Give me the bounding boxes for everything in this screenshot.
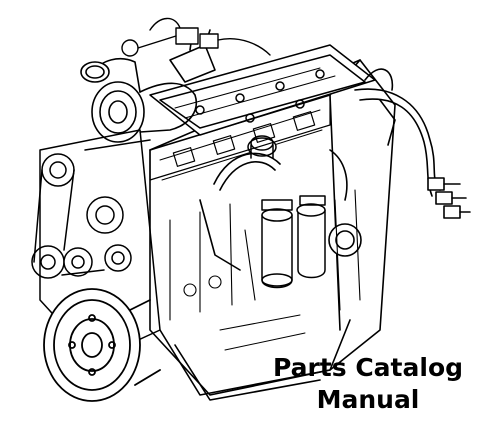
block-ribs <box>169 189 361 321</box>
valve-cover <box>149 44 376 159</box>
top-sensors <box>121 17 271 57</box>
fuel-filters <box>261 195 326 289</box>
turbocharger <box>80 29 216 143</box>
catalog-title-line1: Parts Catalog <box>272 353 464 382</box>
catalog-title: Parts Catalog Manual <box>262 352 474 416</box>
crank-damper <box>43 288 161 402</box>
wiring-harness <box>354 68 471 219</box>
oil-pan <box>159 314 351 401</box>
cylinder-head <box>149 94 331 181</box>
pulleys <box>31 153 132 279</box>
catalog-title-line2: Manual <box>316 385 420 414</box>
